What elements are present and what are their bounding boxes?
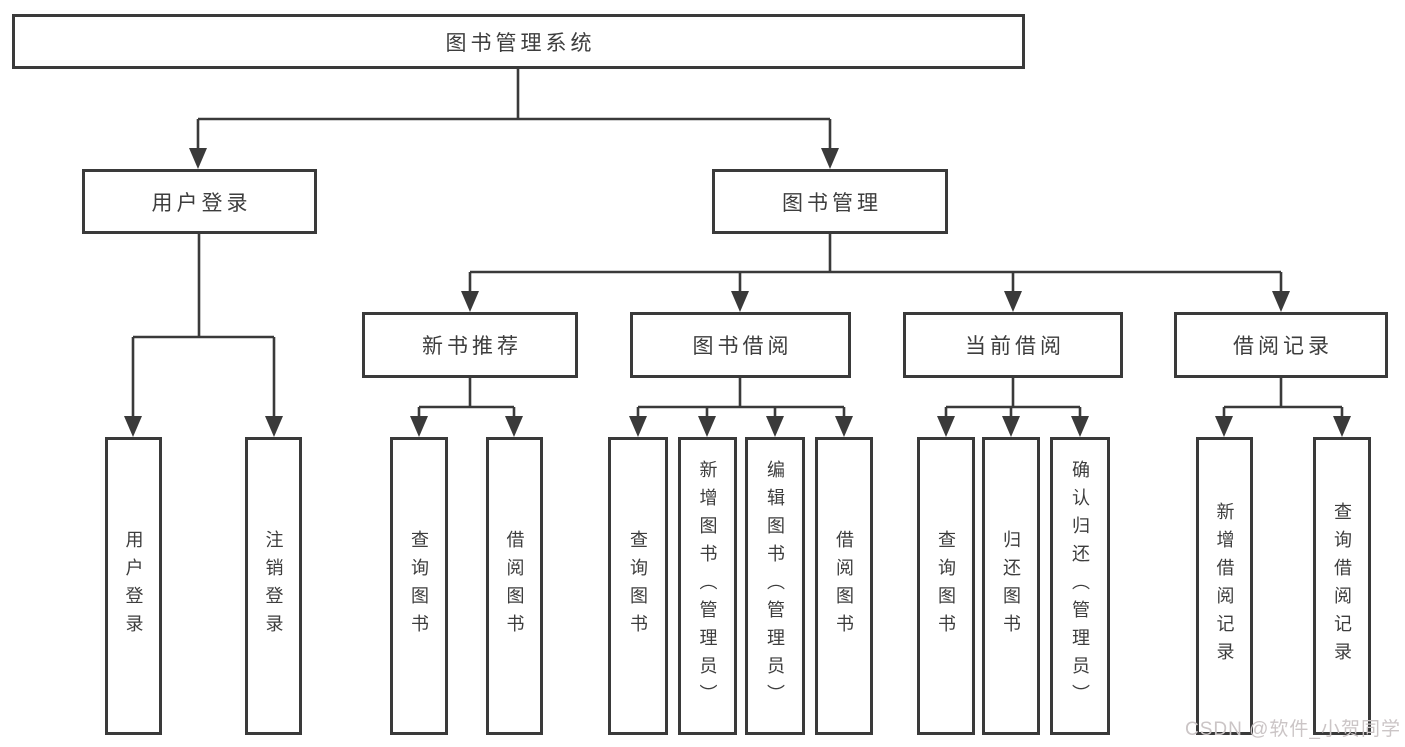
node-label: 新增图书（管理员）: [697, 460, 718, 712]
node-label: 新增借阅记录: [1214, 502, 1235, 670]
leaf-add-books-admin: 新增图书（管理员）: [678, 437, 737, 735]
leaf-confirm-return-admin: 确认归还（管理员）: [1050, 437, 1110, 735]
node-book-borrow: 图书借阅: [630, 312, 851, 378]
node-label: 查询图书: [628, 530, 648, 642]
node-label: 图书管理: [782, 191, 882, 215]
node-label: 新书推荐: [422, 335, 522, 358]
node-label: 查询图书: [936, 530, 956, 642]
node-current-borrow: 当前借阅: [903, 312, 1123, 378]
leaf-borrow-books: 借阅图书: [815, 437, 873, 735]
node-label: 用户登录: [123, 530, 144, 642]
node-label: 图书借阅: [692, 335, 793, 358]
node-label: 确认归还（管理员）: [1070, 460, 1090, 712]
node-book-management: 图书管理: [712, 169, 948, 234]
leaf-logout: 注销登录: [245, 437, 302, 735]
node-label: 图书管理系统: [445, 31, 596, 55]
node-label: 注销登录: [263, 530, 284, 642]
node-label: 查询借阅记录: [1332, 502, 1352, 670]
leaf-return-books: 归还图书: [982, 437, 1040, 735]
node-label: 借阅图书: [504, 530, 525, 642]
node-label: 借阅记录: [1233, 335, 1333, 358]
leaf-query-books-borrow: 查询图书: [608, 437, 668, 735]
leaf-query-books-current: 查询图书: [917, 437, 975, 735]
leaf-query-books-recommend: 查询图书: [390, 437, 448, 735]
node-label: 用户登录: [151, 191, 252, 215]
node-label: 编辑图书（管理员）: [765, 460, 785, 712]
leaf-query-borrow-record: 查询借阅记录: [1313, 437, 1371, 735]
node-label: 借阅图书: [834, 530, 854, 642]
leaf-add-borrow-record: 新增借阅记录: [1196, 437, 1253, 735]
node-label: 归还图书: [1001, 530, 1021, 642]
csdn-watermark: CSDN @软件_小贺同学: [1185, 719, 1401, 740]
leaf-edit-books-admin: 编辑图书（管理员）: [745, 437, 805, 735]
node-library-management-system: 图书管理系统: [12, 14, 1025, 69]
leaf-borrow-books-recommend: 借阅图书: [486, 437, 543, 735]
node-borrow-records: 借阅记录: [1174, 312, 1388, 378]
node-label: 查询图书: [409, 530, 429, 642]
node-user-login-branch: 用户登录: [82, 169, 317, 234]
node-new-book-recommend: 新书推荐: [362, 312, 578, 378]
leaf-user-login: 用户登录: [105, 437, 162, 735]
node-label: 当前借阅: [965, 335, 1065, 358]
